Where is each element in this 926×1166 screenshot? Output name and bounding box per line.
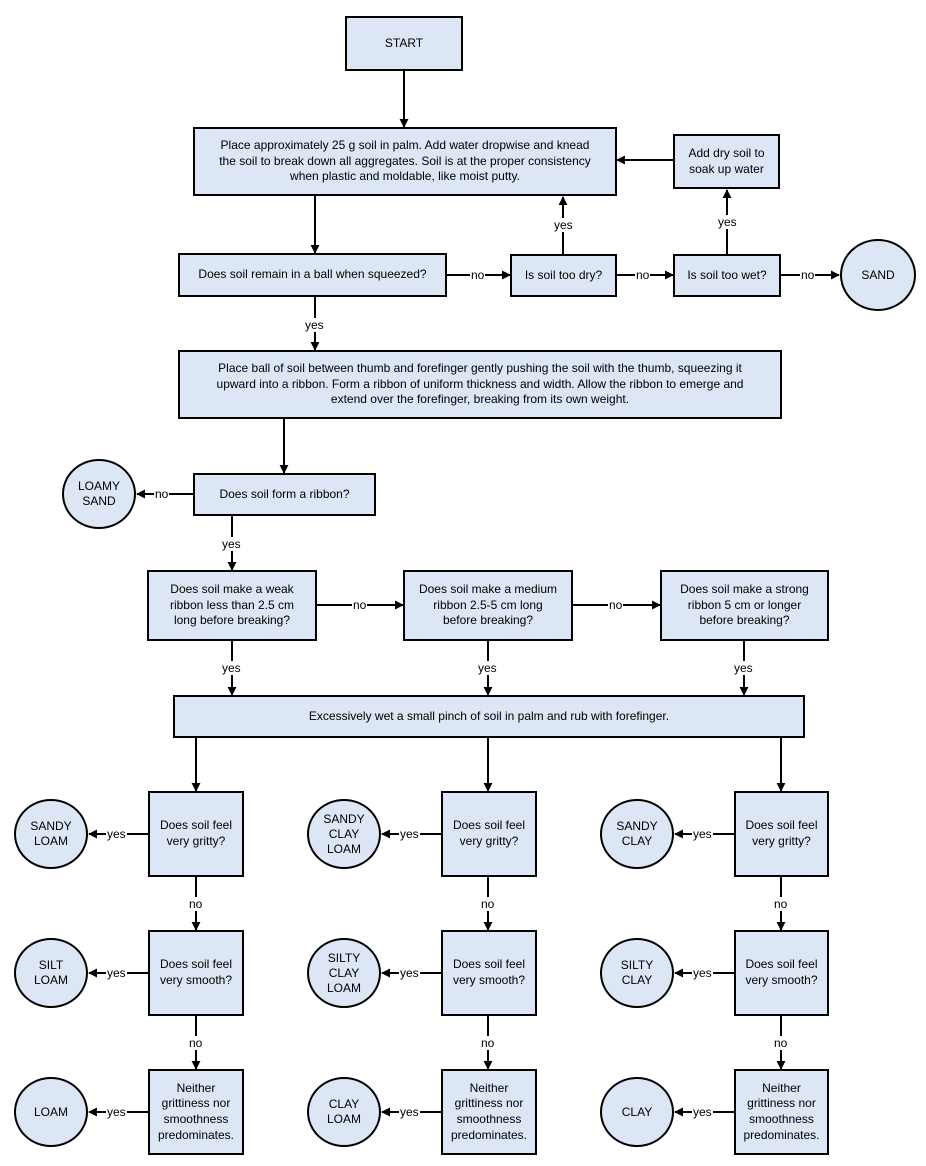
- neither-node-2: Neither grittiness nor smoothness predom…: [441, 1069, 537, 1155]
- edge-label-yes: yes: [221, 661, 242, 675]
- edge-label-yes: yes: [733, 661, 754, 675]
- result-silty-clay-loam: SILTY CLAY LOAM: [307, 938, 381, 1008]
- edge-label-yes: yes: [221, 537, 242, 551]
- edge-label-yes: yes: [553, 218, 574, 232]
- start-node: START: [345, 16, 463, 71]
- edge-label-yes: yes: [106, 1105, 127, 1119]
- result-sandy-clay: SANDY CLAY: [600, 799, 674, 869]
- medium-ribbon-question: Does soil make a medium ribbon 2.5-5 cm …: [403, 570, 573, 641]
- too-wet-question: Is soil too wet?: [673, 254, 781, 297]
- edge-label-no: no: [608, 598, 624, 612]
- gritty-question-3: Does soil feel very gritty?: [734, 791, 829, 877]
- gritty-question-2: Does soil feel very gritty?: [441, 791, 537, 877]
- edge-label-yes: yes: [717, 215, 738, 229]
- add-dry-soil-step: Add dry soil to soak up water: [673, 134, 780, 189]
- gritty-question-1: Does soil feel very gritty?: [148, 791, 244, 877]
- neither-node-1: Neither grittiness nor smoothness predom…: [148, 1069, 244, 1155]
- edge-label-no: no: [635, 268, 651, 282]
- edge-label-no: no: [480, 1036, 496, 1050]
- edge-label-yes: yes: [106, 827, 127, 841]
- edge-label-no: no: [480, 897, 496, 911]
- edge-label-yes: yes: [692, 827, 713, 841]
- weak-ribbon-question: Does soil make a weak ribbon less than 2…: [147, 570, 317, 641]
- edge-label-no: no: [188, 897, 204, 911]
- too-dry-question: Is soil too dry?: [510, 254, 617, 297]
- prepare-soil-step: Place approximately 25 g soil in palm. A…: [193, 127, 617, 196]
- edge-label-no: no: [773, 1036, 789, 1050]
- edge-label-yes: yes: [399, 1105, 420, 1119]
- result-silty-clay: SILTY CLAY: [600, 938, 674, 1008]
- edge-label-no: no: [352, 598, 368, 612]
- edge-label-yes: yes: [399, 966, 420, 980]
- result-loamy-sand: LOAMY SAND: [62, 459, 136, 529]
- edge-label-yes: yes: [304, 318, 325, 332]
- edge-label-no: no: [154, 487, 170, 501]
- smooth-question-2: Does soil feel very smooth?: [441, 930, 537, 1016]
- ball-question: Does soil remain in a ball when squeezed…: [178, 253, 447, 297]
- result-sand: SAND: [840, 239, 916, 311]
- result-sandy-loam: SANDY LOAM: [14, 799, 88, 869]
- result-clay: CLAY: [600, 1077, 674, 1147]
- result-clay-loam: CLAY LOAM: [307, 1077, 381, 1147]
- edge-label-no: no: [773, 897, 789, 911]
- ribbon-question: Does soil form a ribbon?: [193, 473, 376, 516]
- result-loam: LOAM: [14, 1077, 88, 1147]
- edge-label-yes: yes: [477, 661, 498, 675]
- edge-label-yes: yes: [106, 966, 127, 980]
- edge-label-yes: yes: [692, 1105, 713, 1119]
- result-sandy-clay-loam: SANDY CLAY LOAM: [307, 799, 381, 869]
- smooth-question-1: Does soil feel very smooth?: [148, 930, 244, 1016]
- smooth-question-3: Does soil feel very smooth?: [734, 930, 829, 1016]
- edge-label-no: no: [188, 1036, 204, 1050]
- wet-rub-step: Excessively wet a small pinch of soil in…: [173, 695, 805, 738]
- edge-label-no: no: [800, 268, 816, 282]
- neither-node-3: Neither grittiness nor smoothness predom…: [734, 1069, 829, 1155]
- edge-label-no: no: [470, 268, 486, 282]
- strong-ribbon-question: Does soil make a strong ribbon 5 cm or l…: [660, 570, 829, 641]
- edge-label-yes: yes: [399, 827, 420, 841]
- edge-label-yes: yes: [692, 966, 713, 980]
- ribbon-instruction-step: Place ball of soil between thumb and for…: [178, 350, 782, 419]
- result-silt-loam: SILT LOAM: [14, 938, 88, 1008]
